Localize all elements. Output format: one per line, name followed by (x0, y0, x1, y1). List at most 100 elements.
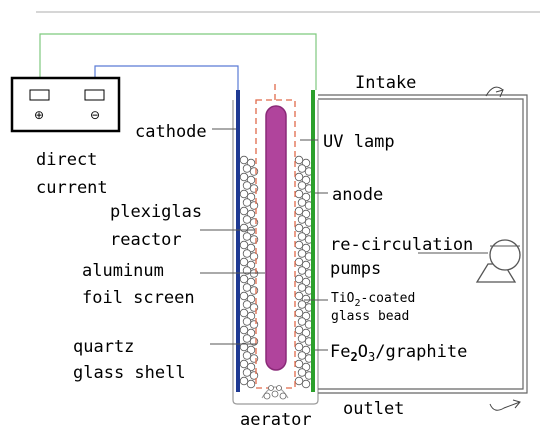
label-glass-shell: glass shell (73, 363, 186, 383)
glass-bead (239, 308, 249, 318)
label-pumps: pumps (330, 259, 381, 279)
glass-bead (242, 351, 252, 360)
glass-bead (249, 252, 259, 261)
glass-bead (239, 172, 249, 182)
glass-bead (297, 215, 307, 224)
glass-bead (297, 317, 307, 326)
cathode-bar (236, 90, 240, 392)
outlet-arrow-head (512, 399, 521, 409)
glass-bead (242, 300, 252, 309)
glass-bead (239, 189, 249, 199)
label-direct: direct (36, 150, 97, 170)
glass-bead (294, 376, 304, 386)
label-glass-bead: glass bead (331, 309, 409, 324)
label-anode: anode (332, 185, 383, 205)
negative-wire (94, 65, 239, 90)
glass-bead (239, 223, 249, 233)
glass-bead (297, 164, 307, 173)
glass-bead (294, 291, 304, 301)
glass-bead (294, 257, 304, 267)
glass-bead (242, 164, 252, 173)
glass-bead (239, 206, 249, 216)
glass-bead (294, 308, 304, 318)
quartz-glass-shell (255, 99, 296, 389)
intake-arrow-head (495, 89, 504, 98)
glass-bead (249, 201, 259, 210)
glass-bead (239, 325, 249, 335)
glass-bead (297, 351, 307, 360)
glass-bead (239, 376, 249, 386)
glass-bead (239, 359, 249, 369)
glass-bead (249, 167, 259, 176)
glass-bead (294, 342, 304, 352)
glass-bead (249, 320, 259, 329)
glass-bead (297, 249, 307, 258)
minus-terminal-icon: ⊖ (90, 108, 100, 122)
glass-bead (297, 334, 307, 343)
label-fe2o3-graphite: Fe2O3/graphite (330, 342, 467, 364)
negative-indicator (84, 89, 105, 101)
glass-bead (242, 215, 252, 224)
recirculation-pump-icon (475, 239, 521, 283)
glass-bead (249, 303, 259, 312)
glass-bead (242, 334, 252, 343)
glass-bead (242, 266, 252, 275)
glass-bead (294, 359, 304, 369)
label-cathode: cathode (135, 122, 207, 142)
glass-bead (249, 286, 259, 295)
glass-bead (239, 155, 249, 165)
label-foil-screen: foil screen (82, 288, 195, 308)
glass-bead (239, 257, 249, 267)
label-intake: Intake (355, 73, 416, 93)
glass-bead (294, 274, 304, 284)
label-current: current (36, 178, 108, 198)
glass-bead (242, 368, 252, 377)
glass-bead (239, 274, 249, 284)
uv-lamp (265, 105, 287, 371)
glass-bead (301, 379, 311, 389)
glass-bead (242, 181, 252, 190)
glass-bead (239, 291, 249, 301)
dc-power-supply: ⊕ ⊖ (10, 76, 121, 133)
glass-bead (242, 283, 252, 292)
label-plexiglas: plexiglas (110, 202, 202, 222)
label-tio2-coated: TiO2-coated (331, 291, 415, 309)
glass-bead (297, 368, 307, 377)
glass-bead (294, 240, 304, 250)
intake-flow-arrow (485, 86, 504, 97)
label-aerator: aerator (240, 410, 312, 430)
positive-wire (39, 33, 317, 90)
glass-bead (294, 189, 304, 199)
label-aluminum: aluminum (82, 261, 164, 281)
glass-bead (249, 371, 259, 380)
glass-bead (246, 379, 256, 389)
glass-bead (239, 240, 249, 250)
aerator-bubbles (263, 385, 287, 400)
glass-bead (242, 232, 252, 241)
glass-bead (294, 206, 304, 216)
glass-bead (294, 223, 304, 233)
power-supply-box (10, 76, 121, 133)
glass-bead (294, 325, 304, 335)
plus-terminal-icon: ⊕ (34, 108, 44, 122)
glass-bead (249, 235, 259, 244)
plexiglas-reactor-outline (232, 100, 319, 405)
glass-bead (297, 181, 307, 190)
label-quartz: quartz (73, 337, 134, 357)
glass-bead (249, 184, 259, 193)
anode-bar (311, 90, 315, 392)
positive-indicator (29, 89, 50, 101)
glass-bead (294, 155, 304, 165)
label-re-circulation: re-circulation (330, 235, 473, 255)
label-reactor: reactor (110, 230, 182, 250)
glass-bead (242, 198, 252, 207)
glass-bead (297, 300, 307, 309)
label-outlet: outlet (343, 399, 404, 419)
glass-bead (242, 249, 252, 258)
recirculation-pipe-outer (318, 94, 528, 394)
glass-bead (297, 283, 307, 292)
recirculation-pipe-inner (318, 98, 524, 390)
glass-beads (239, 155, 314, 389)
label-uv-lamp: UV lamp (323, 132, 395, 152)
